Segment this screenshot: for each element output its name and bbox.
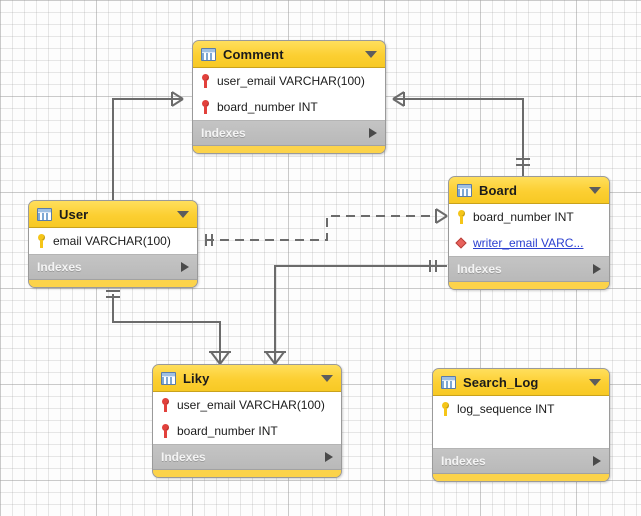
onebar-user-top: [106, 290, 120, 298]
column-list: log_sequence INT: [433, 396, 609, 449]
column-label: board_number INT: [473, 210, 574, 224]
indexes-label: Indexes: [457, 262, 502, 276]
table-title: User: [59, 206, 89, 222]
primary-key-icon: [160, 398, 171, 412]
indexes-bar[interactable]: Indexes: [449, 257, 609, 282]
column-label: writer_email VARC...: [473, 236, 584, 250]
crowfoot-liky-top-right: [264, 351, 286, 365]
table-footer: [193, 146, 385, 153]
primary-key-icon: [160, 424, 171, 438]
column-label: user_email VARCHAR(100): [217, 74, 365, 88]
table-comment[interactable]: Comment user_email VARCHAR(100) board_nu…: [192, 40, 386, 154]
column-label: board_number INT: [217, 100, 318, 114]
triangle-right-icon[interactable]: [593, 456, 601, 466]
primary-key-icon: [200, 100, 211, 114]
table-row[interactable]: writer_email VARC...: [449, 230, 609, 256]
column-list: email VARCHAR(100): [29, 228, 197, 255]
table-row[interactable]: board_number INT: [193, 94, 385, 120]
table-icon: [161, 371, 176, 385]
table-footer: [29, 280, 197, 287]
relationship-user-liky: [112, 294, 221, 364]
table-liky[interactable]: Liky user_email VARCHAR(100) board_numbe…: [152, 364, 342, 478]
chevron-down-icon[interactable]: [321, 374, 333, 382]
table-icon: [441, 375, 456, 389]
indexes-label: Indexes: [441, 454, 486, 468]
chevron-down-icon[interactable]: [365, 50, 377, 58]
indexes-bar[interactable]: Indexes: [433, 449, 609, 474]
indexes-label: Indexes: [201, 126, 246, 140]
relationship-comment-board: [393, 98, 524, 176]
table-footer: [433, 474, 609, 481]
onebar-user-right: [205, 234, 213, 246]
indexes-bar[interactable]: Indexes: [193, 121, 385, 146]
table-title: Liky: [183, 370, 210, 386]
table-footer: [449, 282, 609, 289]
table-icon: [201, 47, 216, 61]
triangle-right-icon[interactable]: [325, 452, 333, 462]
relationship-board-liky: [274, 265, 447, 364]
table-user[interactable]: User email VARCHAR(100) Indexes: [28, 200, 198, 288]
table-header[interactable]: Board: [449, 177, 609, 204]
table-icon: [37, 207, 52, 221]
table-row[interactable]: board_number INT: [153, 418, 341, 444]
crowfoot-board-left-upper: [435, 208, 448, 224]
table-board[interactable]: Board board_number INT writer_email VARC…: [448, 176, 610, 290]
column-label: email VARCHAR(100): [53, 234, 171, 248]
relationship-user-board: [205, 215, 437, 241]
column-label: user_email VARCHAR(100): [177, 398, 325, 412]
column-label: board_number INT: [177, 424, 278, 438]
chevron-down-icon[interactable]: [589, 378, 601, 386]
indexes-bar[interactable]: Indexes: [153, 445, 341, 470]
column-label: log_sequence INT: [457, 402, 555, 416]
empty-row: [433, 422, 609, 448]
primary-key-icon: [200, 74, 211, 88]
primary-key-icon: [440, 402, 451, 416]
table-row[interactable]: log_sequence INT: [433, 396, 609, 422]
foreign-key-icon: [456, 236, 467, 250]
onebar-board-left-lower: [429, 260, 437, 272]
chevron-down-icon[interactable]: [177, 210, 189, 218]
relationship-user-comment: [112, 98, 183, 200]
crowfoot-comment-right: [392, 91, 405, 107]
crowfoot-comment-left: [171, 91, 184, 107]
table-title: Board: [479, 182, 518, 198]
table-header[interactable]: Comment: [193, 41, 385, 68]
table-row[interactable]: board_number INT: [449, 204, 609, 230]
table-header[interactable]: User: [29, 201, 197, 228]
primary-key-icon: [456, 210, 467, 224]
primary-key-icon: [36, 234, 47, 248]
indexes-bar[interactable]: Indexes: [29, 255, 197, 280]
table-header[interactable]: Search_Log: [433, 369, 609, 396]
crowfoot-liky-top-left: [209, 351, 231, 365]
table-row[interactable]: user_email VARCHAR(100): [193, 68, 385, 94]
chevron-down-icon[interactable]: [589, 186, 601, 194]
triangle-right-icon[interactable]: [369, 128, 377, 138]
column-list: board_number INT writer_email VARC...: [449, 204, 609, 257]
table-title: Comment: [223, 46, 284, 62]
table-row[interactable]: user_email VARCHAR(100): [153, 392, 341, 418]
onebar-board-top: [516, 158, 530, 166]
table-icon: [457, 183, 472, 197]
table-row[interactable]: email VARCHAR(100): [29, 228, 197, 254]
table-search-log[interactable]: Search_Log log_sequence INT Indexes: [432, 368, 610, 482]
triangle-right-icon[interactable]: [593, 264, 601, 274]
column-list: user_email VARCHAR(100) board_number INT: [153, 392, 341, 445]
indexes-label: Indexes: [37, 260, 82, 274]
table-footer: [153, 470, 341, 477]
column-list: user_email VARCHAR(100) board_number INT: [193, 68, 385, 121]
table-header[interactable]: Liky: [153, 365, 341, 392]
indexes-label: Indexes: [161, 450, 206, 464]
triangle-right-icon[interactable]: [181, 262, 189, 272]
table-title: Search_Log: [463, 374, 539, 390]
